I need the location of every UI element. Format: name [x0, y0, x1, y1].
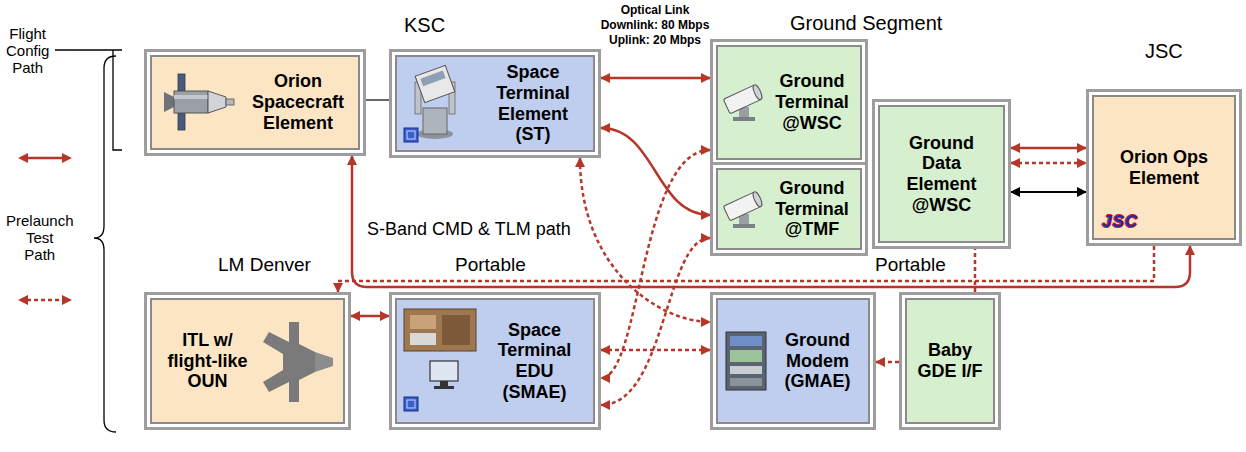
- connector: [352, 156, 1190, 287]
- group-label: Portable: [455, 254, 526, 276]
- legend-text: Prelaunch Test Path: [6, 212, 74, 263]
- edu-illustration: [400, 305, 482, 417]
- connector: [974, 249, 977, 292]
- connector: [601, 349, 710, 352]
- terminal-edu-box: Space Terminal EDU (SMAE): [395, 298, 595, 424]
- connector: [338, 246, 1154, 292]
- modem-illustration: [722, 330, 770, 392]
- legend-sample: [18, 151, 72, 165]
- link-rate-note: Downlink: 80 Mbps: [585, 18, 725, 33]
- connector: [601, 150, 710, 378]
- legend-text: Flight Config Path: [6, 25, 49, 76]
- connector: [1011, 191, 1086, 193]
- node-title: Ground Data Element @WSC: [892, 133, 991, 216]
- connector: [366, 99, 389, 100]
- spacecraft-illustration: [156, 71, 242, 133]
- link-rate-note: Uplink: 20 Mbps: [585, 33, 725, 48]
- connector: [580, 158, 710, 322]
- spacecraft-silhouette: [259, 312, 339, 412]
- node-title: Space Terminal EDU (SMAE): [482, 320, 587, 403]
- node-title: ITL w/ flight-like OUN: [156, 330, 259, 392]
- connector: [1011, 147, 1086, 150]
- ground-modem-box: Ground Modem (GMAE): [716, 298, 870, 424]
- spacecraft-element-box: Orion Spacecraft Element: [150, 55, 360, 150]
- connector: [1011, 162, 1086, 165]
- space-terminal-box: Space Terminal Element (ST): [395, 55, 595, 152]
- group-label: LM Denver: [218, 254, 311, 276]
- ground-data-box: Ground Data Element @WSC: [878, 105, 1005, 243]
- group-label: Ground Segment: [790, 12, 942, 35]
- node-title: Space Terminal Element (ST): [479, 62, 587, 145]
- connector: [876, 361, 899, 364]
- group-label: KSC: [404, 14, 445, 37]
- interface-box: Baby GDE I/F: [905, 298, 995, 424]
- connector: [351, 315, 389, 318]
- node-title: Orion Spacecraft Element: [244, 71, 352, 133]
- connector: [601, 128, 710, 215]
- connector: [601, 238, 710, 405]
- node-title: Orion Ops Element: [1102, 147, 1226, 188]
- node-title: Ground Terminal @TMF: [770, 178, 854, 240]
- terminal-illustration: [401, 60, 479, 146]
- connector: [601, 77, 710, 80]
- link-rate-note: Optical Link: [585, 3, 725, 18]
- telescope-illustration: [721, 77, 767, 123]
- telescope-illustration: [721, 184, 767, 230]
- node-title: Ground Terminal @WSC: [770, 71, 854, 133]
- ground-terminal-box: Ground Terminal @WSC: [716, 45, 862, 160]
- logo-text: JSC: [1102, 212, 1138, 232]
- group-label: JSC: [1145, 40, 1183, 63]
- ground-terminal-box: Ground Terminal @TMF: [716, 168, 862, 250]
- node-title: Ground Modem (GMAE): [773, 330, 862, 392]
- group-label: Portable: [875, 254, 946, 276]
- node-title: Baby GDE I/F: [913, 340, 987, 381]
- connector-label: S-Band CMD & TLM path: [365, 218, 573, 240]
- legend-sample: [18, 293, 72, 307]
- ops-element-box: Orion Ops ElementJSC: [1092, 95, 1236, 240]
- test-lab-box: ITL w/ flight-like OUN: [150, 298, 345, 424]
